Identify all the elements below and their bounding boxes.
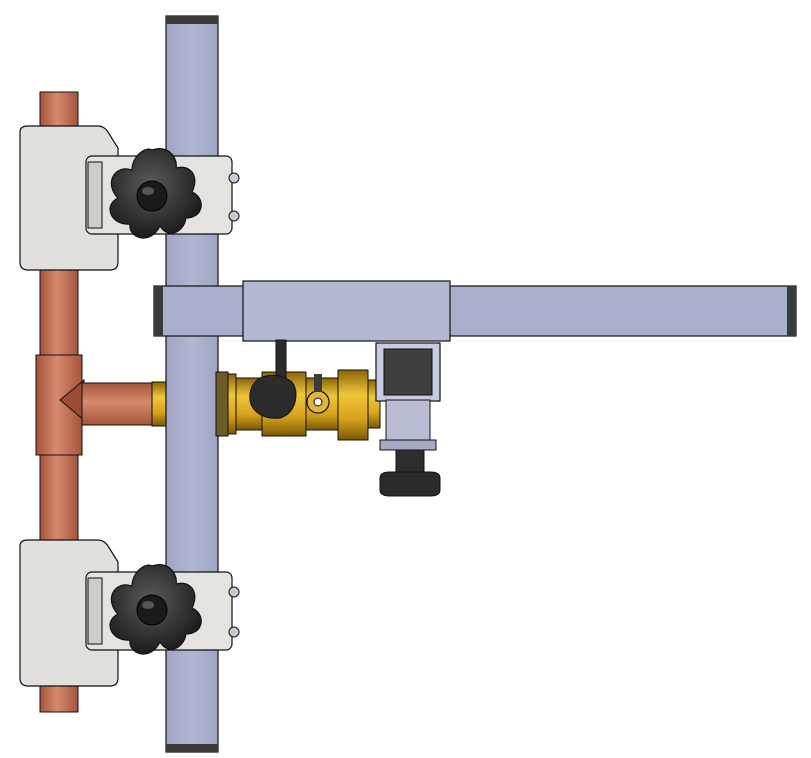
square-sensor-housing <box>375 342 441 475</box>
copper-tee-fitting <box>35 354 167 456</box>
horizontal-steel-arm <box>153 280 797 342</box>
brass-ball-valve <box>215 369 381 441</box>
valve-lever-handle-icon[interactable] <box>249 339 297 419</box>
lower-star-knob-icon[interactable] <box>109 564 202 655</box>
upper-star-knob-icon[interactable] <box>109 148 202 239</box>
sensor-adjust-knob-icon[interactable] <box>379 471 441 497</box>
